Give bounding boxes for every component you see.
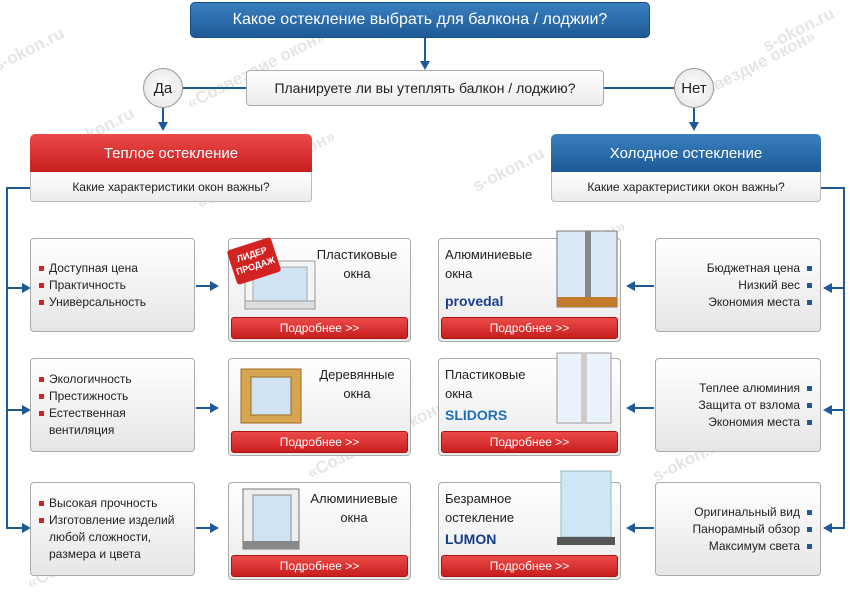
more-button[interactable]: Подробнее >> bbox=[231, 317, 408, 339]
feature-item: Максимум света bbox=[709, 538, 813, 555]
feature-item: Доступная цена bbox=[39, 260, 186, 277]
plastic-sliding-window-icon bbox=[556, 352, 612, 424]
feature-list-plastic: Доступная цена Практичность Универсально… bbox=[30, 238, 195, 332]
feature-item: Экономия места bbox=[708, 414, 812, 431]
aluminium-window-icon bbox=[242, 488, 300, 550]
watermark: s-okon.ru bbox=[0, 23, 68, 76]
feature-item: Низкий вес bbox=[738, 277, 812, 294]
frameless-glazing-icon bbox=[557, 470, 615, 545]
more-button[interactable]: Подробнее >> bbox=[231, 555, 408, 577]
yes-circle: Да bbox=[143, 68, 183, 108]
feature-item: Практичность bbox=[39, 277, 186, 294]
feature-item: Престижность bbox=[39, 388, 186, 405]
feature-list-lumon: Оригинальный вид Панорамный обзор Максим… bbox=[655, 482, 821, 576]
lumon-logo: LUMON bbox=[445, 531, 497, 547]
feature-item: Защита от взлома bbox=[699, 397, 813, 414]
question-box: Планируете ли вы утеплять балкон / лоджи… bbox=[246, 70, 604, 106]
feature-item: Изготовление изделий любой сложности, ра… bbox=[39, 512, 186, 563]
more-button[interactable]: Подробнее >> bbox=[441, 431, 618, 453]
feature-list-aluminium: Высокая прочность Изготовление изделий л… bbox=[30, 482, 195, 576]
feature-item: Оригинальный вид bbox=[694, 504, 812, 521]
feature-item: Высокая прочность bbox=[39, 495, 186, 512]
provedal-logo: provedal bbox=[445, 293, 504, 309]
cold-glazing-header: Холодное остекление bbox=[551, 134, 821, 172]
warm-glazing-header: Теплое остекление bbox=[30, 134, 312, 172]
feature-item: Естественная вентиляция bbox=[39, 405, 186, 439]
more-button[interactable]: Подробнее >> bbox=[441, 555, 618, 577]
watermark: s-okon.ru bbox=[759, 3, 838, 56]
more-button[interactable]: Подробнее >> bbox=[441, 317, 618, 339]
watermark: s-okon.ru bbox=[469, 143, 548, 196]
feature-item: Теплее алюминия bbox=[699, 380, 812, 397]
more-button[interactable]: Подробнее >> bbox=[231, 431, 408, 453]
warm-question: Какие характеристики окон важны? bbox=[30, 172, 312, 202]
no-circle: Нет bbox=[674, 68, 714, 108]
sliding-window-icon bbox=[556, 230, 618, 308]
feature-list-provedal: Бюджетная цена Низкий вес Экономия места bbox=[655, 238, 821, 332]
feature-item: Экологичность bbox=[39, 371, 186, 388]
cold-question: Какие характеристики окон важны? bbox=[551, 172, 821, 202]
wooden-window-icon bbox=[240, 368, 302, 424]
diagram-title: Какое остекление выбрать для балкона / л… bbox=[190, 2, 650, 38]
feature-item: Бюджетная цена bbox=[707, 260, 813, 277]
feature-item: Универсальность bbox=[39, 294, 186, 311]
feature-list-slidors: Теплее алюминия Защита от взлома Экономи… bbox=[655, 358, 821, 452]
slidors-logo: SLIDORS bbox=[445, 407, 508, 423]
feature-item: Экономия места bbox=[708, 294, 812, 311]
feature-list-wood: Экологичность Престижность Естественная … bbox=[30, 358, 195, 452]
feature-item: Панорамный обзор bbox=[693, 521, 813, 538]
